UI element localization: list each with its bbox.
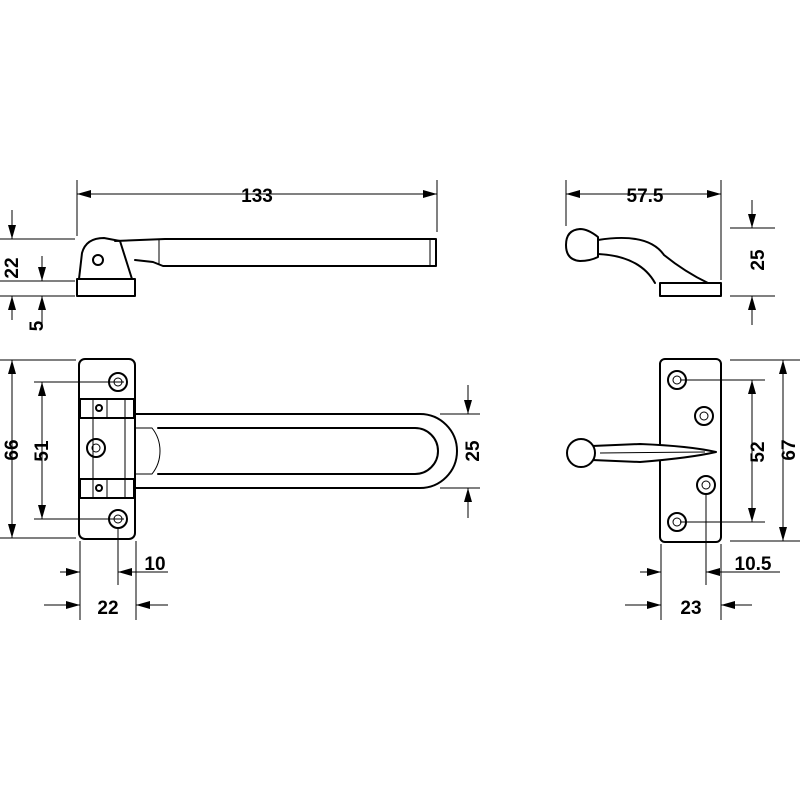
swing-bar-hinge-lug <box>78 237 133 280</box>
dimension-label-52: 52 <box>748 441 769 462</box>
dimension-label-25-keeper: 25 <box>748 249 769 271</box>
dimension-25-keeper: 25 <box>730 200 775 325</box>
keeper-arm-top <box>597 236 709 284</box>
dimension-51: 51 <box>32 381 124 520</box>
keeper-front-view <box>566 358 722 543</box>
swing-bar-side-view <box>76 237 437 297</box>
dimension-10: 10 <box>60 528 168 620</box>
dimension-25-loop: 25 <box>440 385 484 518</box>
dimension-66: 66 <box>0 359 76 539</box>
mount-screw-2 <box>86 438 106 458</box>
dimension-52: 52 <box>680 379 769 523</box>
keeper-knob <box>565 228 599 262</box>
swing-bar-arm <box>114 238 437 267</box>
dimension-label-22: 22 <box>2 257 23 278</box>
dimension-23: 23 <box>625 544 752 620</box>
dimension-label-22-plate: 22 <box>97 598 118 619</box>
keeper-screw-3 <box>696 475 716 495</box>
keeper-screw-2 <box>694 406 714 426</box>
dimension-67: 67 <box>730 359 800 542</box>
swing-bar-mount-plate <box>78 358 136 540</box>
keeper-side-view <box>565 228 722 297</box>
keeper-arm-bottom <box>597 253 656 284</box>
swing-bar-base-plate <box>76 278 136 297</box>
dimension-22-5: 22 5 <box>0 210 75 331</box>
dimension-label-133: 133 <box>241 186 273 207</box>
u-loop-outer <box>133 413 458 489</box>
keeper-arm-front <box>591 443 717 463</box>
dimension-57-5: 57.5 <box>565 180 722 280</box>
keeper-knob-front <box>566 438 596 468</box>
dimension-label-23: 23 <box>680 598 701 619</box>
dimension-label-25-loop: 25 <box>463 440 484 462</box>
u-loop-inner <box>157 427 439 475</box>
keeper-base-plate <box>659 282 722 297</box>
dimension-label-10: 10 <box>144 554 165 575</box>
hinge-pin-hole <box>92 254 104 266</box>
dimension-label-66: 66 <box>2 439 23 460</box>
dimension-22-plate: 22 <box>44 541 168 620</box>
dimension-label-67: 67 <box>779 439 800 460</box>
dimension-10-5: 10.5 <box>640 494 780 620</box>
dimension-label-51: 51 <box>32 440 53 462</box>
dimension-label-5: 5 <box>27 320 48 331</box>
dimension-label-10-5: 10.5 <box>735 554 772 575</box>
dimension-133: 133 <box>76 180 438 236</box>
swing-bar-front-view <box>78 358 458 540</box>
dimension-label-57-5: 57.5 <box>627 186 664 207</box>
